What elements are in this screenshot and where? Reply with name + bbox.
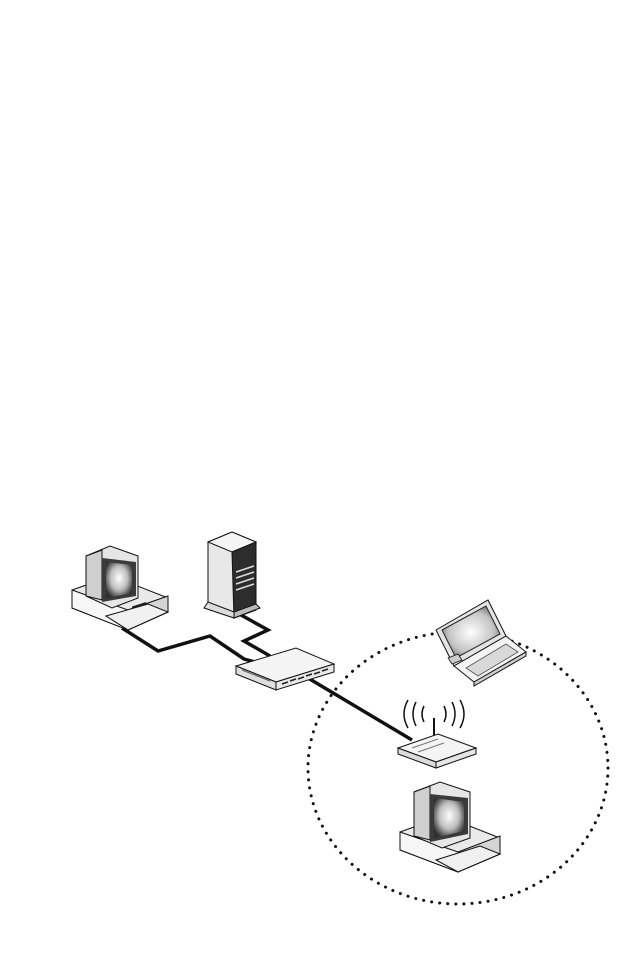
tower-server-icon bbox=[204, 532, 260, 618]
laptop-icon bbox=[436, 600, 526, 686]
link-desktop1-switch bbox=[122, 628, 262, 664]
wireless-router-icon bbox=[398, 700, 476, 768]
desktop-computer-icon bbox=[400, 782, 500, 872]
desktop-computer-icon bbox=[72, 546, 168, 630]
